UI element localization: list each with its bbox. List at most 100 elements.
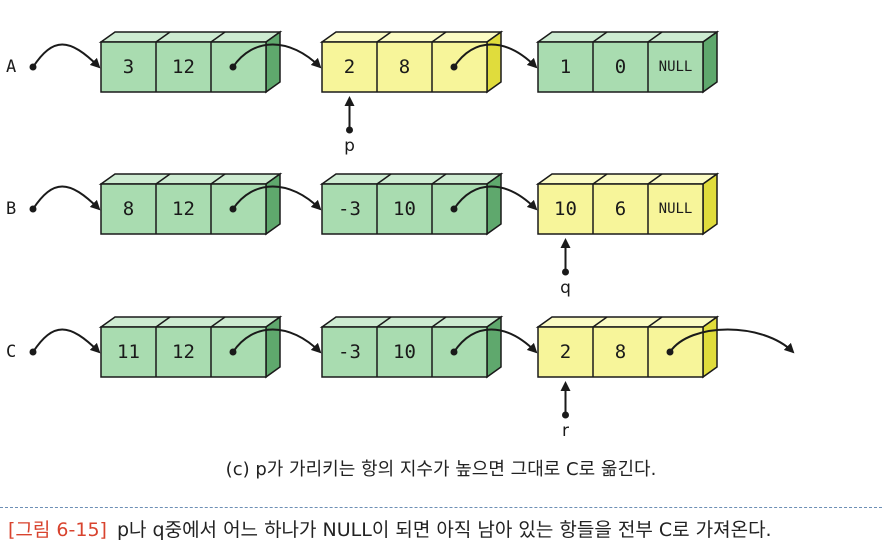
node: 10 6 NULL (535, 172, 720, 236)
node-coef: 10 (554, 198, 577, 220)
node-coef: 1 (560, 56, 571, 78)
node-top-face (319, 173, 504, 185)
node-coef: 8 (123, 198, 134, 220)
node-front-face (100, 326, 267, 378)
cell-divider-top (376, 31, 392, 43)
node-link-arrow-open (669, 328, 795, 354)
node-top-face (319, 31, 504, 43)
diagram-caption: (c) p가 가리키는 항의 지수가 높으면 그대로 C로 옮긴다. (225, 459, 657, 480)
cell-divider-top (592, 173, 608, 185)
node-coef: 2 (560, 341, 571, 363)
cell-divider-top (647, 31, 663, 43)
node-top-face (535, 31, 720, 43)
cell-divider-top (647, 316, 663, 328)
node-side-face (702, 315, 718, 379)
node-side-face (486, 30, 502, 94)
head-arrow (32, 328, 101, 354)
node-link-null: NULL (659, 201, 693, 217)
node-side-face (265, 315, 281, 379)
node-exp: 12 (172, 56, 195, 78)
node-side-face (265, 30, 281, 94)
node-exp: 8 (399, 56, 410, 78)
node-exp: 10 (393, 341, 416, 363)
node-coef: -3 (338, 341, 361, 363)
node-coef: 2 (344, 56, 355, 78)
pointer-label-q: q (560, 278, 571, 298)
node-front-face (537, 183, 704, 235)
node: 1 0 NULL (535, 30, 720, 94)
node-side-face (486, 172, 502, 236)
node-side-face (702, 172, 718, 236)
cell-divider-top (210, 173, 226, 185)
node-front-face (321, 326, 488, 378)
list-label: C (6, 342, 16, 362)
divider (0, 507, 882, 508)
pointer-label-p: p (344, 136, 355, 156)
cell-divider-top (376, 316, 392, 328)
node-front-face (321, 41, 488, 93)
node-front-face (537, 41, 704, 93)
node-exp: 12 (172, 198, 195, 220)
node-side-face (265, 172, 281, 236)
cell-divider-top (431, 173, 447, 185)
node-front-face (100, 41, 267, 93)
list-label: B (6, 199, 16, 219)
head-arrow (32, 43, 101, 69)
figure-caption: [그림 6-15] p나 q중에서 어느 하나가 NULL이 되면 아직 남아 있… (8, 515, 878, 542)
cell-divider-top (210, 316, 226, 328)
node-top-face (98, 316, 283, 328)
node: 11 12 (98, 315, 322, 379)
node-front-face (537, 326, 704, 378)
node-exp: 6 (615, 198, 626, 220)
node-exp: 10 (393, 198, 416, 220)
cell-divider-top (431, 316, 447, 328)
node-link-arrow (232, 328, 322, 354)
node-exp: 0 (615, 56, 626, 78)
node-top-face (98, 31, 283, 43)
node-coef: 11 (117, 341, 140, 363)
head-arrow (32, 185, 101, 211)
figure-label: [그림 6-15] (8, 519, 107, 541)
node: -3 10 (319, 315, 538, 379)
cell-divider-top (592, 31, 608, 43)
node-link-arrow (453, 43, 538, 69)
node-top-face (98, 173, 283, 185)
cell-divider-top (155, 173, 171, 185)
node-coef: 3 (123, 56, 134, 78)
list-label: A (6, 57, 16, 77)
cell-divider-top (376, 173, 392, 185)
node-exp: 8 (615, 341, 626, 363)
node-side-face (702, 30, 718, 94)
cell-divider-top (210, 31, 226, 43)
cell-divider-top (155, 316, 171, 328)
node-front-face (100, 183, 267, 235)
figure-text: p나 q중에서 어느 하나가 NULL이 되면 아직 남아 있는 항들을 전부 … (116, 519, 772, 541)
node: -3 10 (319, 172, 538, 236)
node-link-arrow (453, 185, 538, 211)
cell-divider-top (431, 31, 447, 43)
node-link-null: NULL (659, 59, 693, 75)
node-top-face (535, 173, 720, 185)
node: 3 12 (98, 30, 322, 94)
cell-divider-top (592, 316, 608, 328)
node-side-face (486, 315, 502, 379)
cell-divider-top (155, 31, 171, 43)
node-link-arrow (453, 328, 538, 354)
node-link-arrow (232, 43, 322, 69)
node-top-face (535, 316, 720, 328)
node-top-face (319, 316, 504, 328)
node-coef: -3 (338, 198, 361, 220)
node-exp: 12 (172, 341, 195, 363)
node-link-arrow (232, 185, 322, 211)
node-front-face (321, 183, 488, 235)
pointer-label-r: r (562, 421, 569, 441)
node: 8 12 (98, 172, 322, 236)
cell-divider-top (647, 173, 663, 185)
list-b: B 8 12 -3 10 10 6 NULL q (6, 172, 720, 298)
